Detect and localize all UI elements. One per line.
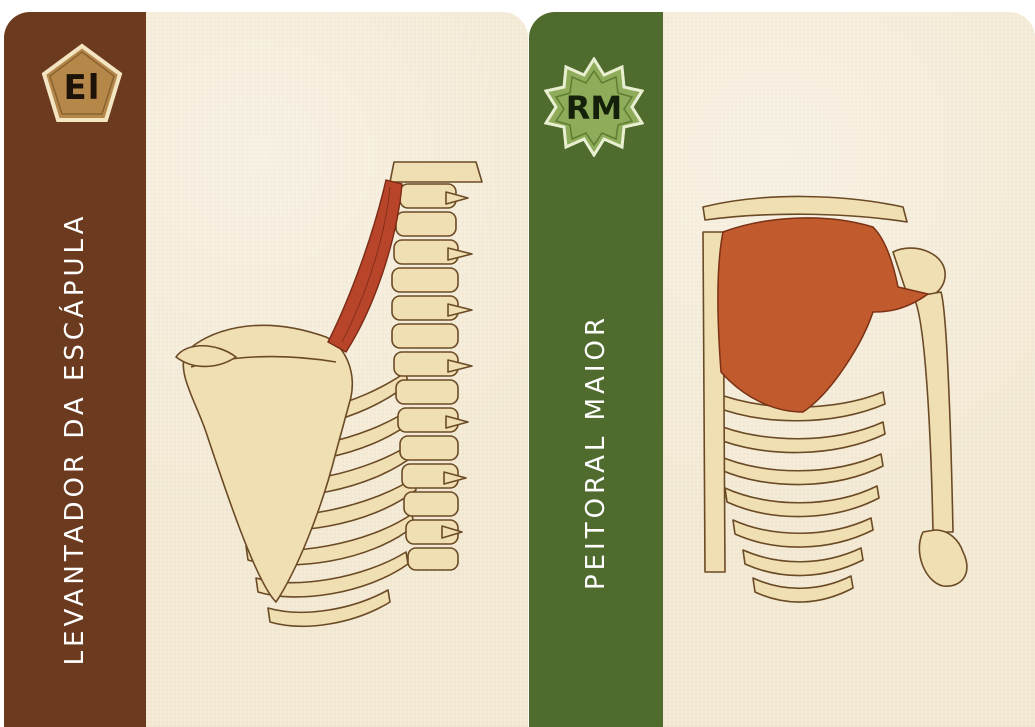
card-levator-scapulae: El LEVANTADOR DA ESCÁPULA — [4, 12, 528, 727]
card-sidebar: RM PEITORAL MAIOR — [529, 12, 663, 727]
star-badge-icon: RM — [544, 57, 644, 157]
badge-label: El — [40, 68, 124, 108]
card-face — [146, 12, 528, 727]
badge-label: RM — [544, 89, 644, 127]
card-face — [663, 12, 1035, 727]
card-sidebar: El LEVANTADOR DA ESCÁPULA — [4, 12, 146, 727]
card-pectoralis-major: RM PEITORAL MAIOR — [529, 12, 1035, 727]
skeleton-levator-scapulae-illustration — [146, 12, 528, 727]
skeleton-pectoralis-major-illustration — [663, 12, 1035, 727]
card-title: PEITORAL MAIOR — [581, 314, 611, 590]
pentagon-badge-icon: El — [40, 42, 124, 126]
card-title: LEVANTADOR DA ESCÁPULA — [60, 213, 90, 666]
